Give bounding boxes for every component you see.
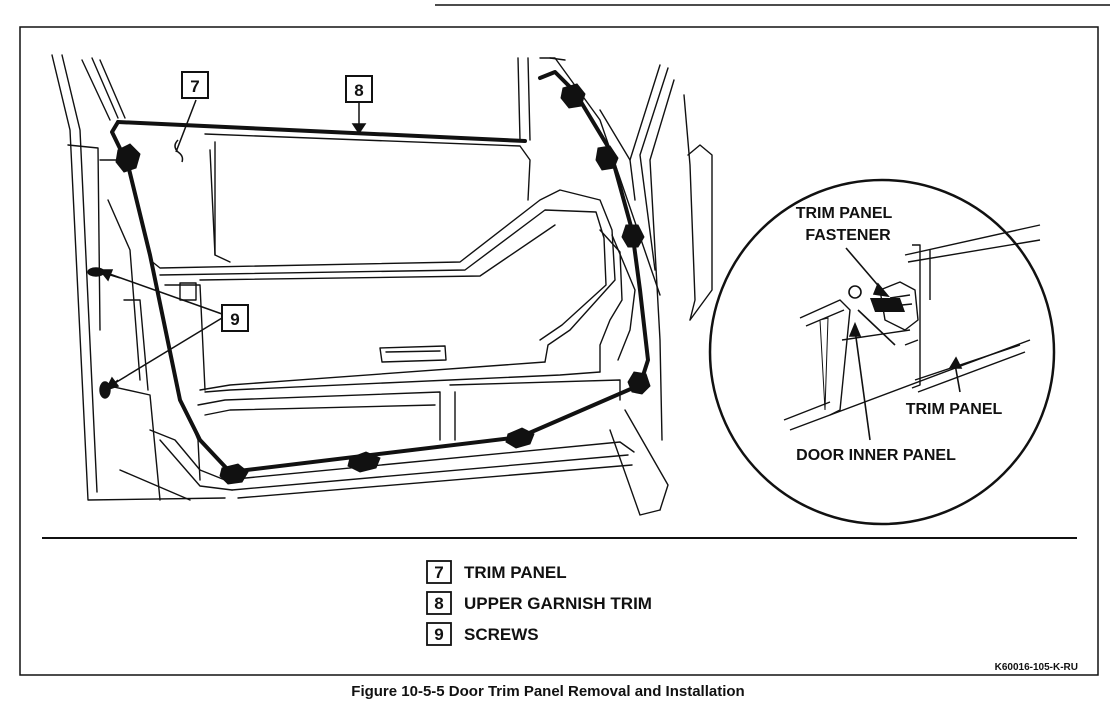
legend-item-9: 9 SCREWS [426, 622, 539, 646]
legend-item-7: 7 TRIM PANEL [426, 560, 567, 584]
illustration-code: K60016-105-K-RU [995, 662, 1078, 673]
svg-text:8: 8 [434, 594, 443, 613]
label-detail-trim-panel: TRIM PANEL [906, 401, 1003, 418]
svg-text:9: 9 [230, 310, 239, 329]
svg-text:TRIM PANEL: TRIM PANEL [464, 563, 567, 582]
fastener-detail: TRIM PANEL FASTENER TRIM PANEL DOOR INNE… [708, 178, 1056, 526]
svg-text:UPPER GARNISH TRIM: UPPER GARNISH TRIM [464, 594, 652, 613]
label-fastener: FASTENER [805, 227, 891, 244]
callout-9: 9 [221, 304, 249, 332]
callout-7: 7 [181, 71, 209, 99]
label-door-inner-panel: DOOR INNER PANEL [796, 447, 956, 464]
legend-item-8: 8 UPPER GARNISH TRIM [426, 591, 652, 615]
svg-text:8: 8 [354, 81, 363, 100]
detail-circle [708, 178, 1056, 526]
label-trim-panel: TRIM PANEL [796, 205, 893, 222]
figure-frame [19, 26, 1099, 676]
svg-text:7: 7 [434, 563, 443, 582]
screws [87, 267, 121, 399]
trim-panel-hook [174, 139, 184, 163]
svg-text:7: 7 [190, 77, 199, 96]
svg-text:SCREWS: SCREWS [464, 625, 539, 644]
trim-fasteners [115, 83, 651, 485]
figure-caption: Figure 10-5-5 Door Trim Panel Removal an… [351, 683, 744, 700]
legend: 7 TRIM PANEL 8 UPPER GARNISH TRIM 9 SCRE… [426, 560, 652, 646]
leader-lines [98, 99, 367, 392]
svg-text:9: 9 [434, 625, 443, 644]
door-illustration [51, 54, 713, 516]
callout-8: 8 [345, 75, 373, 103]
